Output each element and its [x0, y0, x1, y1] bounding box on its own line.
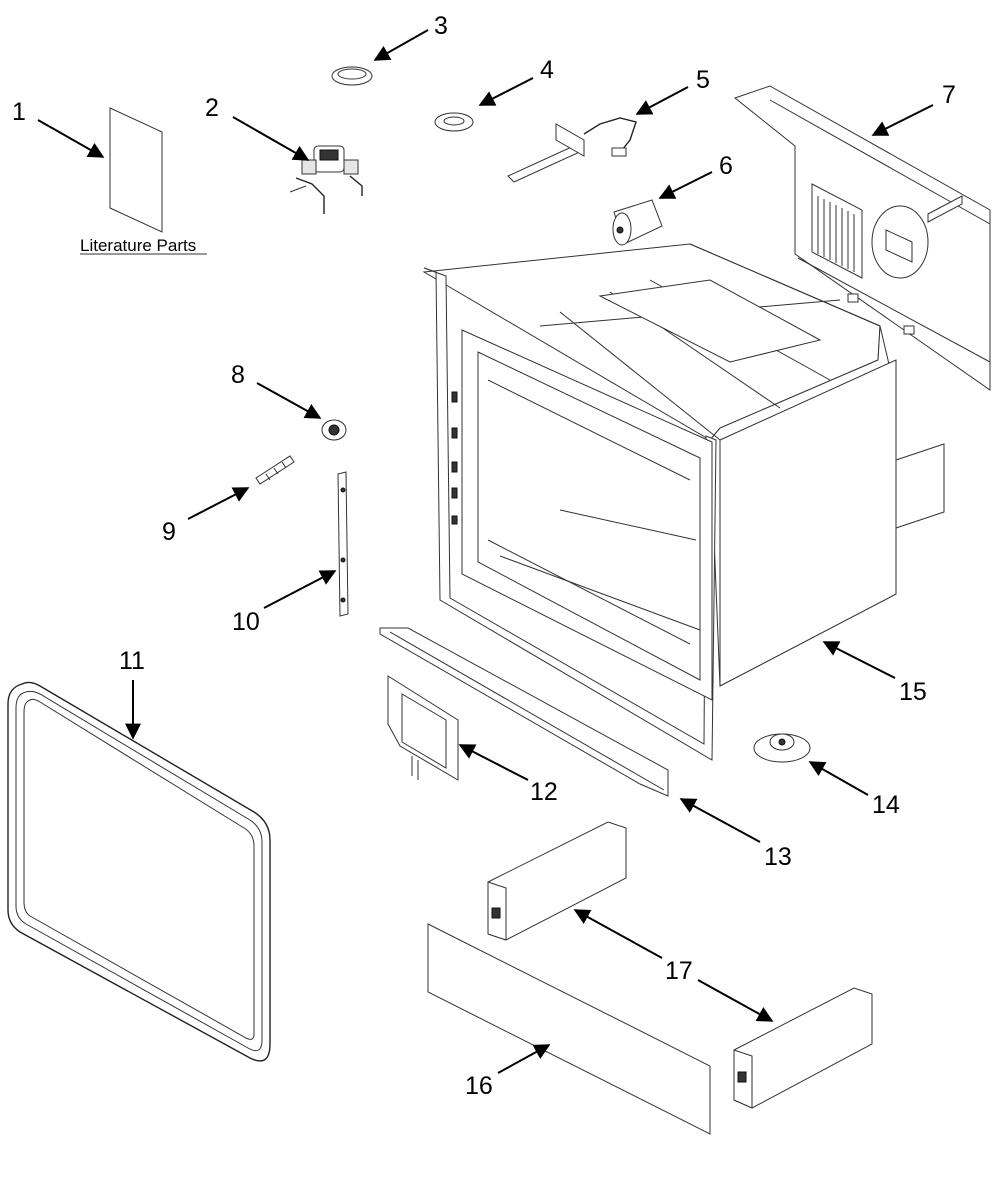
part-7-rear-panel [733, 85, 991, 391]
part-16-toe-kick [427, 923, 711, 1135]
part-6-motor [612, 199, 663, 246]
part-17-brackets [487, 821, 873, 1109]
arrow-15 [822, 641, 896, 679]
part-8-knob [321, 419, 347, 441]
callout-10: 10 [232, 608, 260, 636]
callout-9: 9 [162, 518, 176, 546]
part-2-assembly [289, 145, 363, 214]
part-14-foot [753, 733, 811, 763]
arrow-10 [263, 570, 337, 609]
callout-3: 3 [434, 12, 448, 40]
callout-2: 2 [205, 94, 219, 122]
callout-14: 14 [872, 791, 900, 819]
part-15-oven-body [422, 243, 945, 761]
arrow-14 [808, 761, 869, 796]
callout-11: 11 [119, 647, 145, 675]
callout-16: 16 [465, 1072, 493, 1100]
part-10-bracket [337, 471, 349, 617]
callout-15: 15 [899, 678, 927, 706]
callout-17: 17 [665, 957, 693, 985]
arrow-7 [871, 104, 934, 136]
part-11-gasket [7, 681, 271, 1062]
part-3-disc [331, 66, 373, 86]
arrow-5 [635, 86, 689, 115]
arrow-8 [256, 382, 322, 419]
callout-7: 7 [942, 81, 956, 109]
arrow-6 [658, 171, 713, 199]
part-12-panel [387, 675, 459, 781]
callout-5: 5 [696, 66, 710, 94]
arrow-13 [679, 798, 761, 843]
arrow-3 [373, 29, 429, 61]
part-9-screw [255, 455, 295, 485]
callout-4: 4 [540, 56, 554, 84]
arrow-2 [232, 116, 310, 161]
vent-grille [817, 196, 855, 272]
literature-parts-label: Literature Parts [80, 236, 196, 255]
callout-labels: 1 2 3 4 5 6 7 8 9 10 11 12 13 14 15 16 1… [12, 12, 956, 1100]
arrow-17b [697, 979, 774, 1022]
part-5-probe [507, 117, 637, 183]
arrow-9 [187, 487, 250, 520]
side-hinge-slots [451, 391, 458, 525]
callout-13: 13 [764, 843, 792, 871]
callout-1: 1 [12, 98, 26, 126]
callout-6: 6 [719, 152, 733, 180]
callout-12: 12 [530, 778, 558, 806]
arrow-12 [458, 744, 529, 781]
callout-8: 8 [231, 361, 245, 389]
arrow-1 [37, 119, 105, 158]
part-1-literature [80, 107, 207, 255]
part-4-ring [434, 112, 474, 132]
callout-arrows [37, 29, 934, 1074]
arrow-17a [573, 909, 663, 959]
arrow-4 [478, 77, 534, 106]
arrow-16 [497, 1044, 551, 1074]
part-13-trim [379, 627, 669, 797]
